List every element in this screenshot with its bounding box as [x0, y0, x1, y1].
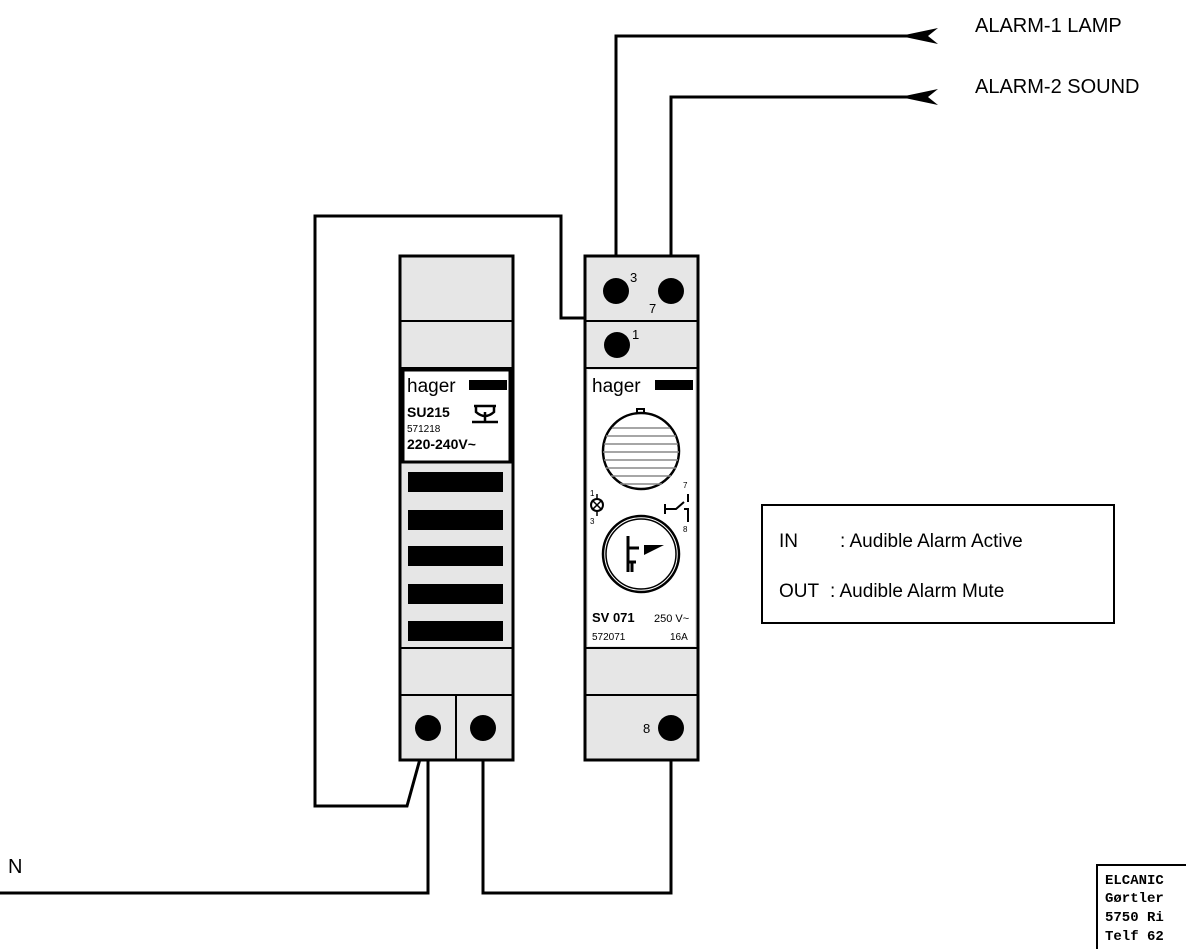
alarm1-label: ALARM-1 LAMP — [975, 15, 1122, 37]
lamp-symbol-icon — [590, 494, 604, 516]
terminal-7-label: 7 — [649, 301, 656, 316]
switch-terminal-3 — [603, 278, 629, 304]
switch-face — [588, 370, 695, 646]
sounder-model: SU215 — [407, 404, 450, 420]
terminal-8-label: 8 — [643, 721, 650, 736]
sounder-body — [398, 254, 515, 762]
switch-terminal-1 — [604, 332, 630, 358]
grille-slot — [408, 510, 503, 530]
switch-brand: hager — [592, 376, 641, 397]
legend-in-text: : Audible Alarm Active — [840, 531, 1023, 552]
switch-current: 16A — [670, 632, 688, 643]
title-block: ELCANIC Gørtler 5750 Ri Telf 62 — [1096, 864, 1186, 949]
buzzer-icon — [472, 404, 498, 424]
sounder-voltage: 220-240V~ — [407, 436, 476, 452]
legend-out-key: OUT — [779, 581, 820, 602]
sounder-ref: 571218 — [407, 424, 441, 435]
alarm2-label: ALARM-2 SOUND — [975, 76, 1139, 98]
wire-alarm1 — [614, 34, 925, 288]
switch-symbol-top: 7 — [683, 481, 688, 490]
title-line-4: Telf 62 — [1105, 929, 1164, 945]
switch-contact-icon — [664, 494, 689, 522]
sounder-grille — [408, 472, 503, 641]
output-arrows — [900, 28, 938, 105]
push-button-icon — [601, 514, 681, 594]
switch-symbol-bottom: 8 — [683, 525, 688, 534]
sounder-module: hager SU215 571218 220-240V~ — [398, 254, 515, 762]
title-line-2: Gørtler — [1105, 891, 1164, 907]
grille-slot — [408, 546, 503, 566]
wire-bridge — [481, 730, 673, 895]
sounder-brand: hager — [407, 376, 456, 397]
switch-module: 3 7 1 8 hager — [583, 254, 700, 762]
legend-box: IN : Audible Alarm Active OUT : Audible … — [761, 504, 1115, 624]
terminal-3-label: 3 — [630, 270, 637, 285]
lamp-symbol-bottom: 3 — [590, 517, 595, 526]
switch-terminal-8 — [658, 715, 684, 741]
legend-in-key: IN — [779, 531, 798, 552]
title-line-1: ELCANIC — [1105, 873, 1164, 889]
grille-slot — [408, 472, 503, 492]
switch-brand-bar — [655, 380, 693, 390]
sounder-terminal-left — [415, 715, 441, 741]
title-line-3: 5750 Ri — [1105, 910, 1164, 926]
wire-neutral — [0, 730, 430, 895]
lamp-lens-icon — [601, 408, 681, 491]
terminal-1-label: 1 — [632, 327, 639, 342]
arrow-alarm1 — [900, 28, 938, 44]
switch-model: SV 071 — [592, 610, 635, 625]
switch-terminal-7 — [658, 278, 684, 304]
legend-out-text: : Audible Alarm Mute — [830, 581, 1004, 602]
arrow-alarm2 — [900, 89, 938, 105]
wire-alarm2 — [669, 95, 925, 288]
legend-frame — [761, 504, 1115, 624]
grille-slot — [408, 621, 503, 641]
lamp-symbol-top: 1 — [590, 489, 595, 498]
switch-ref: 572071 — [592, 632, 626, 643]
title-block-frame — [1096, 864, 1186, 949]
sounder-terminal-right — [470, 715, 496, 741]
neutral-label: N — [8, 856, 22, 878]
switch-voltage: 250 V~ — [654, 613, 689, 625]
grille-slot — [408, 584, 503, 604]
sounder-brand-bar — [469, 380, 507, 390]
